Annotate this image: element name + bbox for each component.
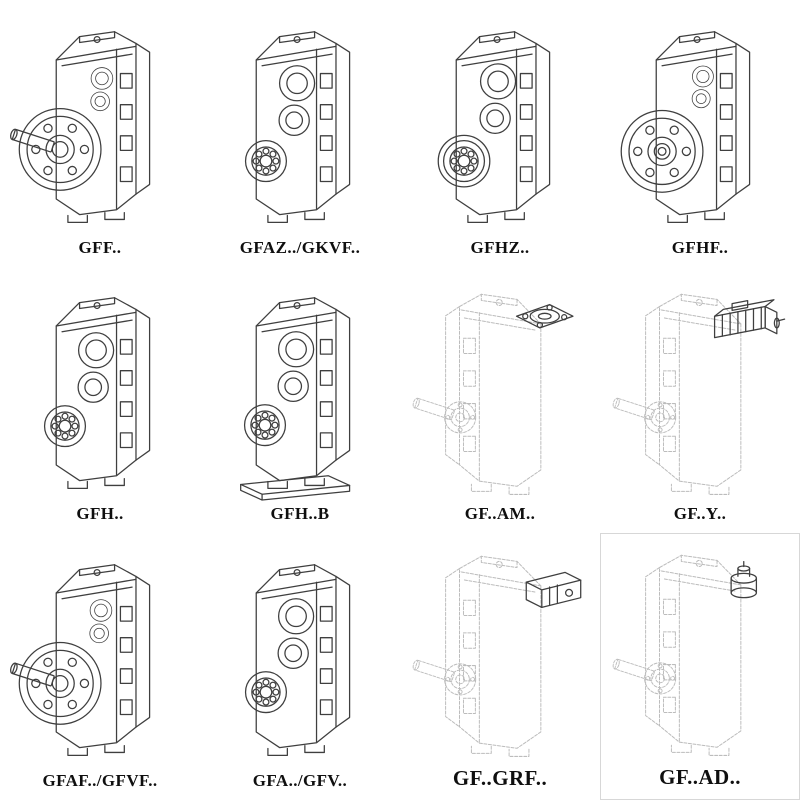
gearbox-housing xyxy=(55,297,151,490)
gearbox-housing xyxy=(655,30,751,223)
output-shaft-icon xyxy=(411,397,456,421)
base-plate xyxy=(240,475,351,501)
gearbox-housing-faint xyxy=(411,293,542,496)
gearbox-label: GF..AD.. xyxy=(659,764,741,789)
input-bores xyxy=(77,332,115,404)
gf-am-drawing xyxy=(411,293,574,496)
gfh-drawing xyxy=(43,297,151,490)
cell-gfhf: GFHF.. xyxy=(600,0,800,267)
shrink-disc-bearing xyxy=(437,134,491,188)
gfhf-drawing xyxy=(620,30,751,223)
gearbox-housing-faint xyxy=(611,554,742,757)
output-hub xyxy=(443,401,477,434)
output-bearing xyxy=(243,404,287,447)
gfa-drawing xyxy=(244,564,351,756)
input-bores xyxy=(89,599,113,644)
gearbox-label: GF..Y.. xyxy=(673,504,727,524)
gfhz-drawing xyxy=(437,30,551,223)
output-hub xyxy=(643,662,677,695)
output-flange xyxy=(8,641,102,725)
mounted-motor-icon xyxy=(713,299,786,339)
cell-gfaf-gfvf: GFAF../GFVF.. xyxy=(0,533,200,800)
input-bores xyxy=(90,66,114,111)
output-flange-hollow xyxy=(620,109,704,193)
gearbox-label: GF..AM.. xyxy=(464,504,536,524)
output-flange xyxy=(8,107,102,191)
gearbox-label: GFAF../GFVF.. xyxy=(42,770,158,790)
input-bores xyxy=(277,331,315,403)
cell-gf-grf: GF..GRF.. xyxy=(400,533,600,800)
cell-gf-y: GF..Y.. xyxy=(600,267,800,534)
input-bores xyxy=(691,65,714,108)
output-hub xyxy=(443,663,477,696)
output-bearing xyxy=(244,139,288,182)
gearbox-label: GFH..B xyxy=(270,504,330,524)
gearbox-label: GFH.. xyxy=(76,504,124,524)
cell-gf-am: GF..AM.. xyxy=(400,267,600,534)
output-bearing xyxy=(43,405,87,448)
output-shaft-icon xyxy=(611,397,656,421)
motor-mounting-flange-icon xyxy=(515,304,574,329)
gf-y-drawing xyxy=(611,293,786,496)
cell-gf-ad: GF..AD.. xyxy=(600,533,800,800)
gearbox-label: GFF.. xyxy=(78,237,122,257)
gearbox-label: GF..GRF.. xyxy=(452,765,548,790)
cell-gfh-b: GFH..B xyxy=(200,267,400,534)
cell-gff: GFF.. xyxy=(0,0,200,267)
gearbox-housing xyxy=(455,30,551,223)
output-shaft-icon xyxy=(411,658,456,683)
primary-gear-unit-icon xyxy=(525,571,582,609)
gearbox-label: GFAZ../GKVF.. xyxy=(239,237,361,257)
cell-gfh: GFH.. xyxy=(0,267,200,534)
cell-gfa-gfv: GFA../GFV.. xyxy=(200,533,400,800)
gearbox-housing xyxy=(255,564,351,756)
gfaf-drawing xyxy=(8,564,151,756)
gfh-b-drawing xyxy=(240,297,351,501)
input-bores xyxy=(277,598,315,669)
input-shaft-adapter-icon xyxy=(730,561,758,599)
gearbox-housing xyxy=(255,297,351,490)
input-bores xyxy=(278,64,316,136)
gf-ad-drawing xyxy=(611,554,758,757)
gearbox-label: GFHZ.. xyxy=(470,237,530,257)
gearbox-label: GFHF.. xyxy=(671,237,729,257)
gearbox-housing-faint xyxy=(411,555,542,758)
gff-drawing xyxy=(8,30,151,223)
gearbox-housing xyxy=(255,30,351,223)
output-bearing xyxy=(244,671,288,714)
gfaz-drawing xyxy=(244,30,351,223)
gearbox-housing-faint xyxy=(611,293,742,496)
output-shaft-icon xyxy=(611,657,656,682)
gf-grf-drawing xyxy=(411,555,582,758)
output-hub xyxy=(643,401,677,434)
input-bores xyxy=(479,62,517,134)
cell-gfhz: GFHZ.. xyxy=(400,0,600,267)
gearbox-housing xyxy=(55,30,151,223)
gearbox-label: GFA../GFV.. xyxy=(252,770,348,790)
gearbox-housing xyxy=(55,564,151,756)
cell-gfaz-gkvf: GFAZ../GKVF.. xyxy=(200,0,400,267)
